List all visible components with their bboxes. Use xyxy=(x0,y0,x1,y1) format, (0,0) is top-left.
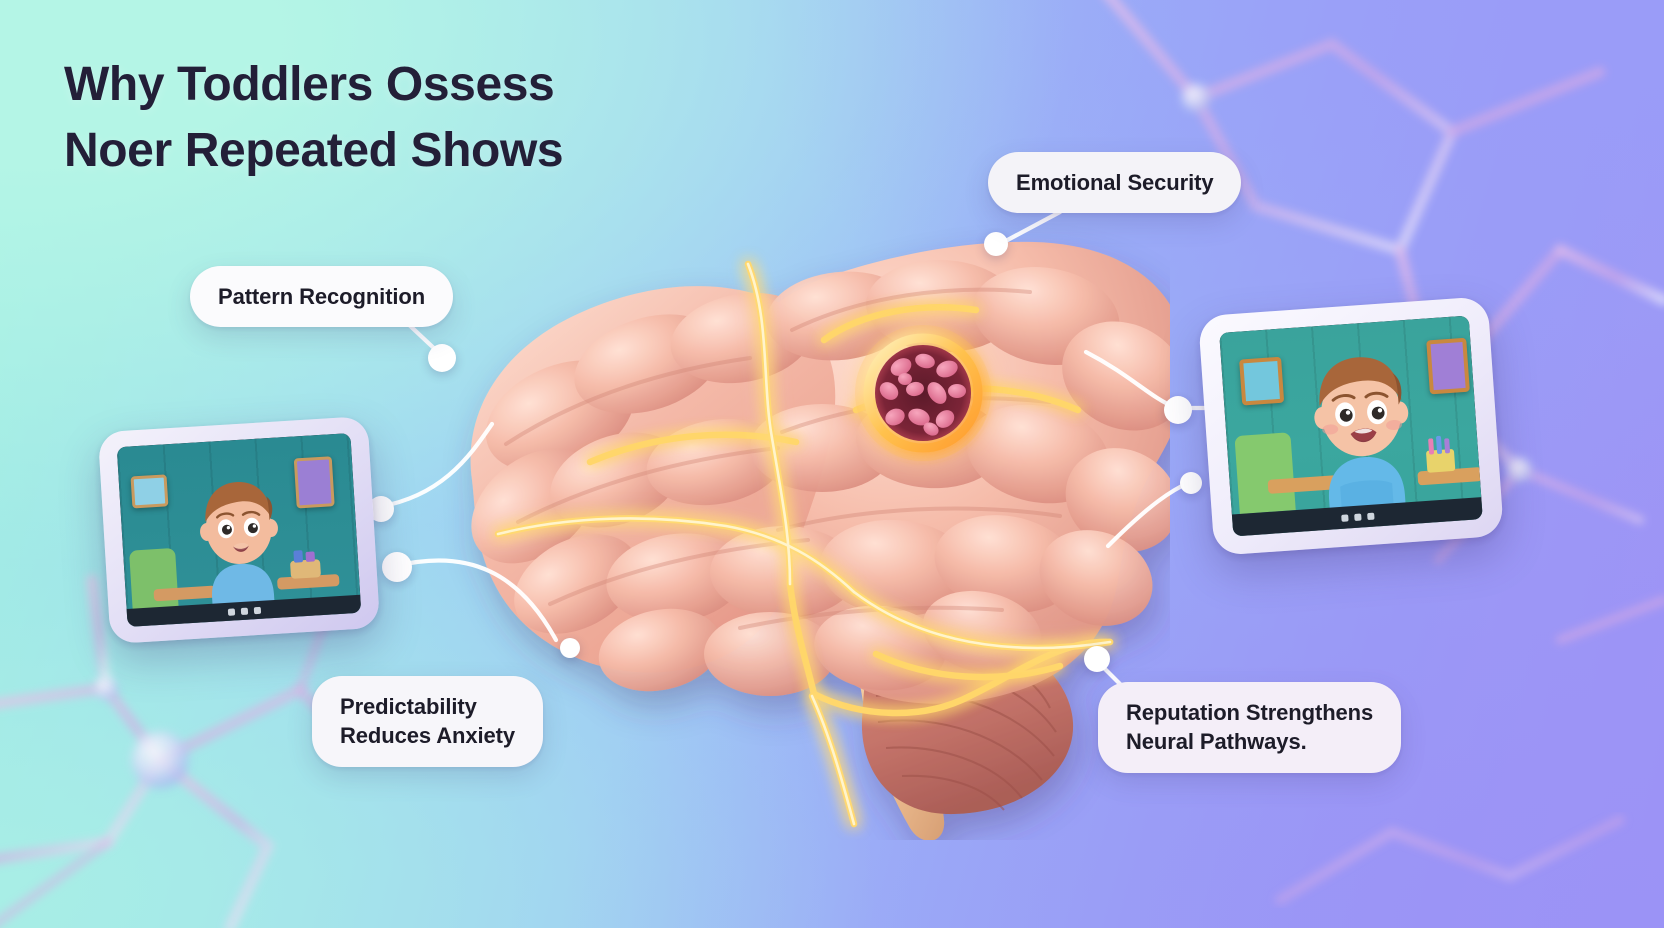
left-tablet[interactable] xyxy=(97,415,381,645)
connector-dot-predict xyxy=(382,552,412,582)
wall-picture-purple xyxy=(1426,337,1470,395)
right-tablet-scene xyxy=(1219,315,1483,537)
wall-picture-teal xyxy=(1239,356,1285,406)
active-neural-node xyxy=(855,325,991,461)
node-cells xyxy=(879,353,966,436)
label-reputation-strengthens-neural-pathways[interactable]: Reputation Strengthens Neural Pathways. xyxy=(1098,682,1402,773)
page-title: Why Toddlers Ossess Noer Repeated Shows xyxy=(64,58,564,178)
pathway-core-highlight xyxy=(496,262,1112,826)
connector-reputation-upper xyxy=(1105,479,1193,549)
connector-right-tablet xyxy=(1083,349,1179,411)
right-tablet[interactable] xyxy=(1197,296,1505,556)
connector-left-tablet-brain xyxy=(367,421,495,511)
right-tablet-screen xyxy=(1219,315,1483,537)
control-dot xyxy=(1353,513,1362,522)
control-dot xyxy=(240,607,248,616)
left-tablet-screen xyxy=(116,433,362,627)
connector-dot-emotional xyxy=(984,232,1008,256)
toy-block-purple xyxy=(305,551,316,562)
connector-dot-right-tablet xyxy=(1164,396,1192,424)
cartoon-toddler-right xyxy=(1314,357,1409,516)
pencil-purple xyxy=(1444,438,1451,454)
brain-illustration xyxy=(470,241,1170,840)
green-sofa-right xyxy=(1234,432,1296,514)
label-predictability-reduces-anxiety[interactable]: Predictability Reduces Anxiety xyxy=(312,676,543,767)
connector-predictability xyxy=(393,558,559,643)
control-dot xyxy=(1366,512,1375,521)
gyri-cluster xyxy=(471,259,1170,696)
connector-dot-pattern xyxy=(428,344,456,372)
control-dot xyxy=(227,608,235,616)
connector-dot-reputation xyxy=(1084,646,1110,672)
connector-emotional xyxy=(997,209,1063,247)
label-emotional-security[interactable]: Emotional Security xyxy=(988,152,1242,214)
green-sofa xyxy=(129,547,179,613)
control-dot xyxy=(253,606,261,615)
brain-body xyxy=(470,241,1170,840)
wall-picture-right xyxy=(293,456,335,509)
wall-picture-left xyxy=(130,474,169,509)
cartoon-toddler-left xyxy=(200,482,278,610)
connector-dot-right-lower xyxy=(1180,472,1202,494)
connector-dot-predict-end xyxy=(560,638,580,658)
control-dot xyxy=(1340,514,1349,522)
left-tablet-scene xyxy=(116,433,362,627)
label-pattern-recognition[interactable]: Pattern Recognition xyxy=(190,266,454,328)
